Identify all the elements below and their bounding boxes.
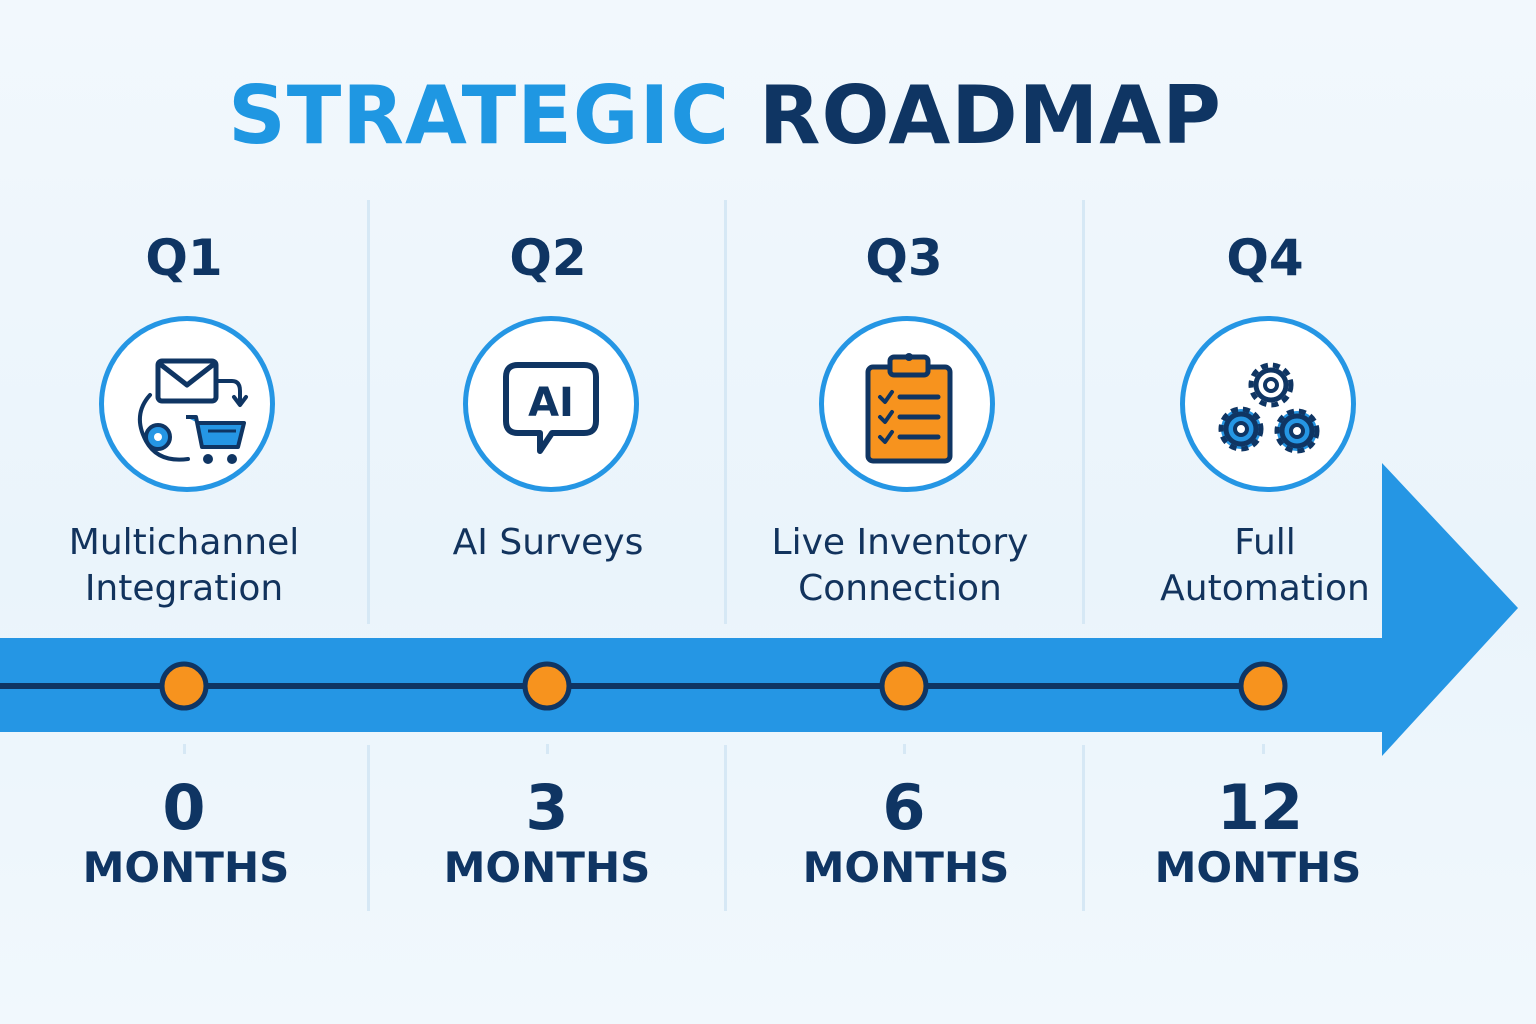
column-divider xyxy=(1082,745,1085,911)
phase-quarter-q1: Q1 xyxy=(145,229,223,287)
phase-label: Multichannel Integration xyxy=(14,520,354,612)
duration-unit: MONTHS xyxy=(1154,843,1362,892)
duration-unit: MONTHS xyxy=(443,843,651,892)
phase-label-line: Connection xyxy=(798,568,1002,609)
phase-label: AI Surveys xyxy=(378,520,718,566)
gears-icon xyxy=(1218,362,1320,454)
phase-label: Live Inventory Connection xyxy=(730,520,1070,612)
column-divider xyxy=(724,200,727,624)
duration-number: 0 xyxy=(162,771,206,844)
phase-icon-frame xyxy=(99,316,275,492)
duration-number: 3 xyxy=(525,771,569,844)
ai-icon-text: AI xyxy=(528,380,574,426)
phase-label-line: Live Inventory xyxy=(771,522,1029,563)
phase-label-line: Automation xyxy=(1160,568,1370,609)
phase-quarter-q2: Q2 xyxy=(509,229,587,287)
duration-unit: MONTHS xyxy=(82,843,290,892)
column-divider xyxy=(367,200,370,624)
phase-icon-frame xyxy=(819,316,995,492)
phase-label-line: AI Surveys xyxy=(452,522,644,563)
milestone-tick xyxy=(903,744,906,754)
milestone-tick xyxy=(1262,744,1265,754)
phase-quarter-q4: Q4 xyxy=(1226,229,1304,287)
title-main: ROADMAP xyxy=(758,69,1222,162)
column-divider xyxy=(367,745,370,911)
phase-label-line: Full xyxy=(1234,522,1296,563)
milestone-dot xyxy=(159,661,209,711)
column-divider xyxy=(1082,200,1085,624)
milestone-dot xyxy=(879,661,929,711)
phase-label-line: Integration xyxy=(84,568,284,609)
title-accent: STRATEGIC xyxy=(228,69,731,162)
duration-unit: MONTHS xyxy=(802,843,1010,892)
milestone-tick xyxy=(183,744,186,754)
page-title: STRATEGIC ROADMAP xyxy=(0,66,1450,166)
milestone-dot xyxy=(522,661,572,711)
phase-label-line: Multichannel xyxy=(68,522,300,563)
phase-quarter-q3: Q3 xyxy=(865,229,943,287)
duration-number: 6 xyxy=(882,771,926,844)
arrow-shape xyxy=(0,463,1518,756)
multichannel-icon xyxy=(138,358,248,464)
phase-icon-frame xyxy=(1180,316,1356,492)
ai-chat-icon: AI xyxy=(503,362,599,454)
phase-icon-frame: AI xyxy=(463,316,639,492)
column-divider xyxy=(724,745,727,911)
duration-number: 12 xyxy=(1216,771,1304,844)
phase-label: Full Automation xyxy=(1095,520,1435,612)
clipboard-checklist-icon xyxy=(865,353,953,464)
milestone-dot xyxy=(1238,661,1288,711)
milestone-tick xyxy=(546,744,549,754)
